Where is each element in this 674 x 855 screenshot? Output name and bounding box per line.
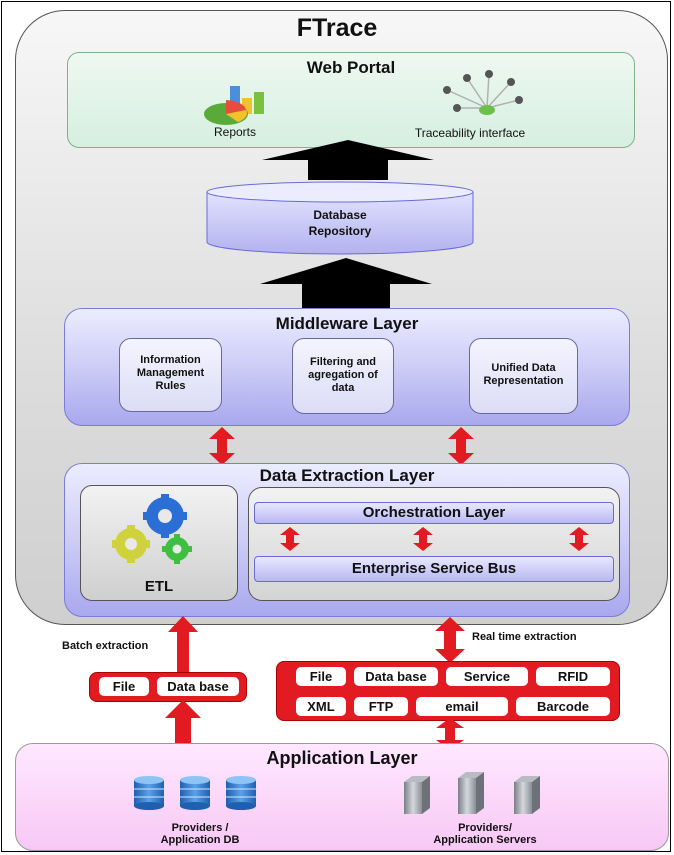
rt-file-chip: File (296, 667, 346, 686)
rt-rfid-chip: RFID (536, 667, 610, 686)
enterprise-service-bus-bar: Enterprise Service Bus (254, 556, 614, 582)
realtime-bottom-arrow (436, 718, 464, 750)
db-icon-2 (180, 776, 210, 810)
up-arrow-to-portal (262, 140, 434, 180)
batch-extraction-label: Batch extraction (62, 640, 149, 652)
etl-label: ETL (144, 578, 174, 595)
database-cylinder (206, 181, 474, 255)
filtering-aggregation-box (292, 338, 394, 414)
traceability-label: Traceability interface (414, 126, 526, 140)
web-portal-box (67, 52, 635, 148)
ftrace-title: FTrace (296, 14, 378, 42)
providers-servers-label: Providers/Application Servers (433, 822, 537, 846)
rt-service-chip: Service (446, 667, 528, 686)
red-double-arrow-right (448, 427, 474, 465)
application-layer-box (15, 743, 669, 851)
middleware-layer-title: Middleware Layer (275, 314, 419, 333)
server-icons (404, 772, 540, 814)
realtime-extraction-label: Real time extraction (472, 631, 577, 643)
unified-data-box (469, 338, 578, 414)
database-icons (134, 776, 256, 810)
rt-email-chip: email (416, 697, 508, 716)
rt-xml-chip: XML (296, 697, 346, 716)
database-label-2: Repository (308, 224, 372, 238)
db-icon-1 (134, 776, 164, 810)
application-layer-title: Application Layer (266, 748, 418, 768)
db-icon-3 (226, 776, 256, 810)
rt-barcode-chip: Barcode (516, 697, 610, 716)
small-red-arrow-1 (280, 527, 300, 551)
red-double-arrow-left (209, 427, 235, 465)
data-extraction-layer-title: Data Extraction Layer (259, 466, 435, 485)
information-management-box (119, 338, 222, 412)
rt-database-chip: Data base (354, 667, 438, 686)
batch-up-arrow (165, 700, 201, 744)
batch-database-chip: Data base (157, 677, 239, 696)
up-arrow-to-database (260, 258, 432, 308)
rt-ftp-chip: FTP (354, 697, 408, 716)
network-nodes-icon (443, 70, 523, 115)
database-label-1: Database (313, 208, 367, 222)
small-red-arrow-3 (569, 527, 589, 551)
batch-double-arrow (168, 616, 198, 672)
batch-file-chip: File (99, 677, 149, 696)
reports-label: Reports (213, 125, 257, 139)
realtime-double-arrow (435, 617, 465, 663)
server-icon-3 (514, 776, 540, 814)
gears-icon (112, 494, 192, 564)
server-icon-2 (458, 772, 484, 814)
server-icon-1 (404, 776, 430, 814)
reports-chart-icon (204, 86, 264, 125)
providers-db-label: Providers /Application DB (160, 822, 240, 846)
small-red-arrow-2 (413, 527, 433, 551)
web-portal-title: Web Portal (306, 58, 396, 77)
orchestration-layer-bar: Orchestration Layer (254, 502, 614, 524)
